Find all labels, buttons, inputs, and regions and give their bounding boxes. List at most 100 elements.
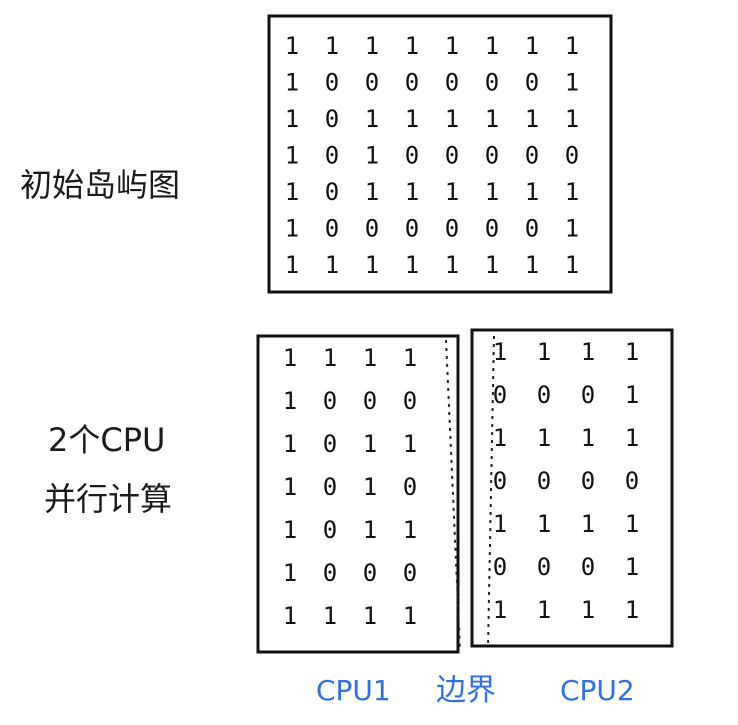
initial-cell-r0-c3: 1 <box>405 32 419 60</box>
initial-cell-r1-c0: 1 <box>285 69 299 97</box>
cpu2-cell-r2-c0: 1 <box>493 424 507 452</box>
initial-cell-r1-c2: 0 <box>365 69 379 97</box>
cpu2-cell-r4-c0: 1 <box>493 510 507 538</box>
initial-cell-r5-c7: 1 <box>565 215 579 243</box>
initial-cell-r0-c0: 1 <box>285 32 299 60</box>
cpu2-cell-r6-c0: 1 <box>493 596 507 624</box>
initial-cell-r0-c7: 1 <box>565 32 579 60</box>
cpu2-cell-r0-c2: 1 <box>581 338 595 366</box>
cpu2-cell-r5-c3: 1 <box>625 553 639 581</box>
initial-cell-r1-c7: 1 <box>565 69 579 97</box>
initial-cell-r0-c6: 1 <box>525 32 539 60</box>
cpu2-cell-r1-c0: 0 <box>493 381 507 409</box>
initial-cell-r2-c1: 0 <box>325 105 339 133</box>
cpu1-cell-r3-c2: 1 <box>363 473 377 501</box>
cpu1-cell-r5-c1: 0 <box>323 559 337 587</box>
cpu2-cell-r6-c3: 1 <box>625 596 639 624</box>
cpu2-cell-r0-c3: 1 <box>625 338 639 366</box>
initial-cell-r3-c7: 0 <box>565 142 579 170</box>
cpu1-cell-r4-c3: 1 <box>403 516 417 544</box>
initial-map-frame <box>267 14 613 294</box>
initial-cell-r5-c2: 0 <box>365 215 379 243</box>
initial-cell-r6-c6: 1 <box>525 251 539 279</box>
initial-cell-r0-c4: 1 <box>445 32 459 60</box>
cpu1-cell-r0-c2: 1 <box>363 344 377 372</box>
cpu2-cell-r3-c0: 0 <box>493 467 507 495</box>
initial-cell-r1-c1: 0 <box>325 69 339 97</box>
cpu1-cell-r6-c1: 1 <box>323 602 337 630</box>
initial-cell-r5-c5: 0 <box>485 215 499 243</box>
initial-cell-r6-c2: 1 <box>365 251 379 279</box>
initial-cell-r6-c7: 1 <box>565 251 579 279</box>
cpu2-cell-r4-c2: 1 <box>581 510 595 538</box>
initial-cell-r1-c6: 0 <box>525 69 539 97</box>
cpu1-cell-r1-c0: 1 <box>283 387 297 415</box>
initial-cell-r3-c4: 0 <box>445 142 459 170</box>
initial-cell-r1-c3: 0 <box>405 69 419 97</box>
cpu2-cell-r5-c1: 0 <box>537 553 551 581</box>
cpu2-cell-r3-c2: 0 <box>581 467 595 495</box>
cpu2-cell-r0-c0: 1 <box>493 338 507 366</box>
initial-cell-r5-c6: 0 <box>525 215 539 243</box>
initial-cell-r3-c1: 0 <box>325 142 339 170</box>
label-parallel: 并行计算 <box>44 480 172 518</box>
cpu2-cell-r2-c3: 1 <box>625 424 639 452</box>
cpu2-frame <box>470 328 674 648</box>
cpu1-cell-r6-c2: 1 <box>363 602 377 630</box>
cpu1-cell-r0-c3: 1 <box>403 344 417 372</box>
cpu1-cell-r0-c0: 1 <box>283 344 297 372</box>
initial-cell-r0-c5: 1 <box>485 32 499 60</box>
cpu1-cell-r2-c1: 0 <box>323 430 337 458</box>
initial-cell-r4-c7: 1 <box>565 178 579 206</box>
cpu2-cell-r4-c1: 1 <box>537 510 551 538</box>
label-cpu2: CPU2 <box>560 674 635 707</box>
initial-cell-r6-c4: 1 <box>445 251 459 279</box>
cpu2-cell-r1-c3: 1 <box>625 381 639 409</box>
initial-cell-r2-c4: 1 <box>445 105 459 133</box>
cpu1-cell-r6-c0: 1 <box>283 602 297 630</box>
initial-cell-r3-c2: 1 <box>365 142 379 170</box>
initial-cell-r3-c5: 0 <box>485 142 499 170</box>
cpu1-cell-r2-c2: 1 <box>363 430 377 458</box>
initial-cell-r0-c1: 1 <box>325 32 339 60</box>
cpu2-cell-r1-c1: 0 <box>537 381 551 409</box>
initial-cell-r2-c0: 1 <box>285 105 299 133</box>
initial-cell-r4-c4: 1 <box>445 178 459 206</box>
cpu1-cell-r1-c2: 0 <box>363 387 377 415</box>
cpu2-cell-r6-c2: 1 <box>581 596 595 624</box>
initial-cell-r4-c1: 0 <box>325 178 339 206</box>
initial-cell-r6-c5: 1 <box>485 251 499 279</box>
cpu2-cell-r3-c3: 0 <box>625 467 639 495</box>
initial-cell-r6-c3: 1 <box>405 251 419 279</box>
cpu1-cell-r5-c0: 1 <box>283 559 297 587</box>
cpu1-cell-r3-c1: 0 <box>323 473 337 501</box>
initial-cell-r4-c3: 1 <box>405 178 419 206</box>
cpu1-cell-r2-c3: 1 <box>403 430 417 458</box>
cpu1-cell-r0-c1: 1 <box>323 344 337 372</box>
initial-cell-r6-c0: 1 <box>285 251 299 279</box>
initial-cell-r1-c5: 0 <box>485 69 499 97</box>
cpu2-cell-r6-c1: 1 <box>537 596 551 624</box>
label-boundary: 边界 <box>436 673 496 708</box>
boundary-line-left <box>445 339 461 651</box>
cpu1-cell-r1-c1: 0 <box>323 387 337 415</box>
cpu1-cell-r2-c0: 1 <box>283 430 297 458</box>
cpu2-cell-r1-c2: 0 <box>581 381 595 409</box>
cpu1-cell-r3-c3: 0 <box>403 473 417 501</box>
cpu1-cell-r5-c3: 0 <box>403 559 417 587</box>
cpu2-cell-r4-c3: 1 <box>625 510 639 538</box>
initial-cell-r2-c6: 1 <box>525 105 539 133</box>
cpu2-cell-r2-c1: 1 <box>537 424 551 452</box>
initial-cell-r3-c6: 0 <box>525 142 539 170</box>
initial-cell-r2-c7: 1 <box>565 105 579 133</box>
initial-cell-r2-c2: 1 <box>365 105 379 133</box>
initial-cell-r1-c4: 0 <box>445 69 459 97</box>
initial-cell-r5-c1: 0 <box>325 215 339 243</box>
cpu2-cell-r5-c2: 0 <box>581 553 595 581</box>
initial-cell-r5-c3: 0 <box>405 215 419 243</box>
label-two-cpu: 2个CPU <box>48 421 165 459</box>
cpu1-cell-r4-c0: 1 <box>283 516 297 544</box>
